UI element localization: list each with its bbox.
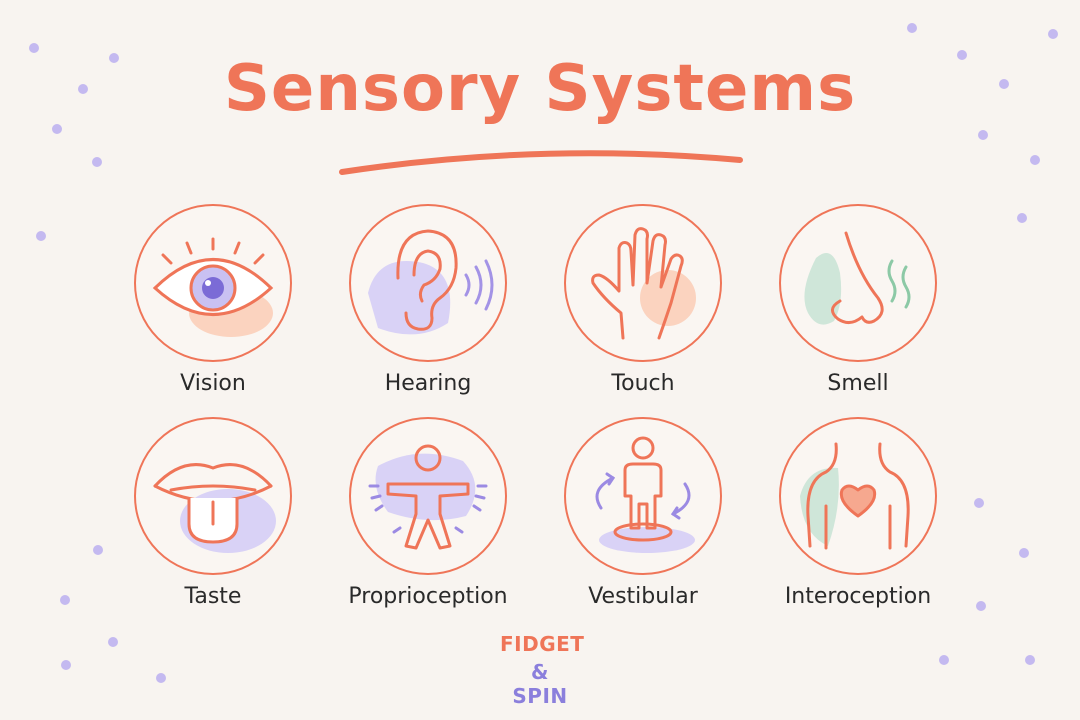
sense-label: Smell: [827, 371, 889, 396]
sense-label: Proprioception: [348, 584, 508, 609]
ear-icon: [349, 204, 507, 362]
page-title: Sensory Systems: [223, 52, 857, 126]
eye-icon: [134, 204, 292, 362]
body-stretch-icon: [349, 417, 507, 575]
sense-card-hearing: Hearing: [338, 203, 518, 423]
sense-card-vestibular: Vestibular: [553, 416, 733, 636]
sense-label: Vestibular: [588, 584, 698, 609]
brand-logo: FIDGET & SPIN: [500, 632, 585, 708]
logo-line-1: FIDGET: [500, 632, 585, 656]
heart-torso-icon: [779, 417, 937, 575]
sense-card-touch: Touch: [553, 203, 733, 423]
sense-label: Interoception: [784, 584, 932, 609]
hand-icon: [564, 204, 722, 362]
sense-label: Vision: [180, 371, 246, 396]
sense-card-proprioception: Proprioception: [338, 416, 518, 636]
balance-icon: [564, 417, 722, 575]
title-underline: [339, 150, 743, 175]
sense-card-taste: Taste: [123, 416, 303, 636]
sense-card-smell: Smell: [768, 203, 948, 423]
sense-label: Taste: [184, 584, 242, 609]
nose-icon: [779, 204, 937, 362]
sense-label: Touch: [611, 371, 675, 396]
sense-label: Hearing: [384, 371, 472, 396]
sense-card-vision: Vision: [123, 203, 303, 423]
sense-card-interoception: Interoception: [768, 416, 948, 636]
logo-line-2: & SPIN: [512, 660, 568, 708]
tongue-icon: [134, 417, 292, 575]
